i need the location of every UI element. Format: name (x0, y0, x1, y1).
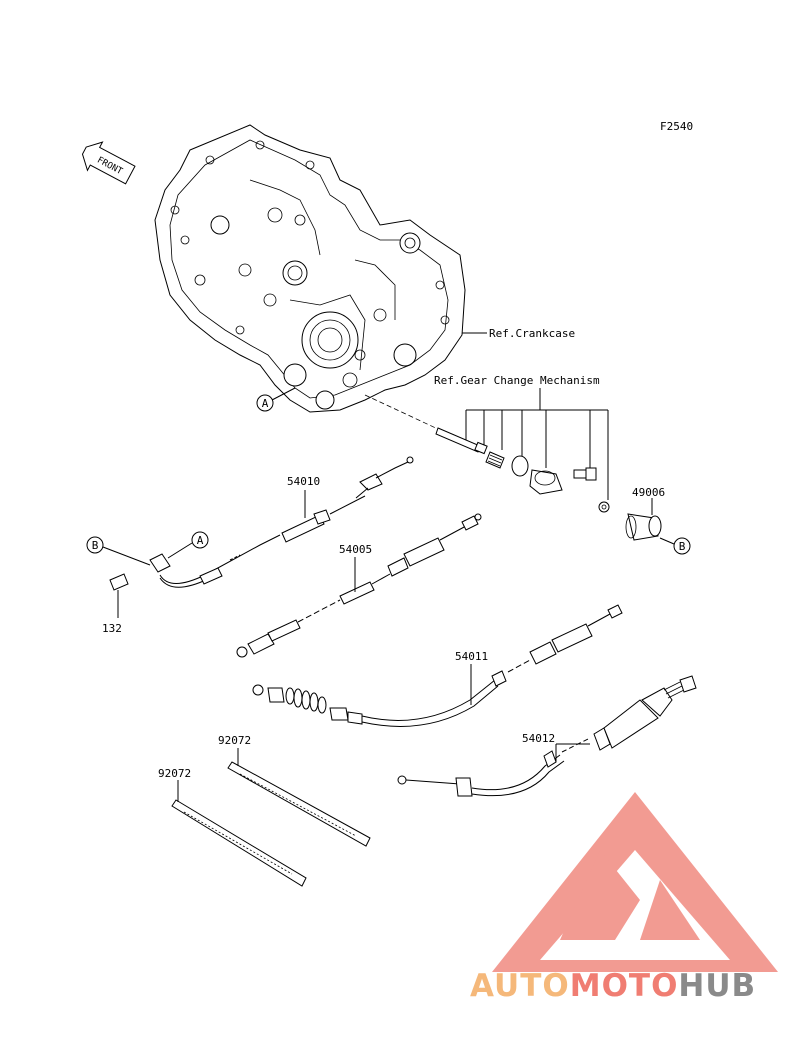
cable-54012 (397, 675, 697, 797)
watermark-hub: HUB (678, 968, 756, 1004)
front-arrow-icon: FRONT (81, 141, 136, 185)
part-54005-label: 54005 (339, 543, 372, 556)
gear-change-leaders (465, 388, 609, 500)
cable-tie-upper (227, 761, 371, 847)
watermark-moto: MOTO (570, 968, 679, 1004)
callout-a-crankcase (256, 394, 274, 412)
cable-54010 (109, 456, 414, 598)
callout-a-left (191, 531, 209, 549)
part-92072-lower-label: 92072 (158, 767, 191, 780)
crankcase-drawing (154, 124, 466, 413)
cable-54011 (252, 604, 623, 727)
watermark-text: AUTOMOTOHUB (470, 968, 756, 1004)
part-54011-label: 54011 (455, 650, 488, 663)
callout-b-left-letter: B (92, 539, 99, 552)
cable-tie-lower (171, 799, 307, 887)
watermark-logo (492, 792, 778, 972)
callout-b-left (86, 536, 104, 554)
part-49006-label: 49006 (632, 486, 665, 499)
callout-a-left-letter: A (197, 534, 204, 547)
part-132-label: 132 (102, 622, 122, 635)
part-54012-label: 54012 (522, 732, 555, 745)
part-92072-upper-label: 92072 (218, 734, 251, 747)
figure-code: F2540 (660, 120, 693, 133)
watermark-auto: AUTO (470, 968, 570, 1004)
ref-gear-change-label: Ref.Gear Change Mechanism (434, 374, 600, 387)
cable-54005 (236, 513, 482, 658)
part-54010-label: 54010 (287, 475, 320, 488)
callout-b-right-letter: B (679, 540, 686, 553)
ref-crankcase-label: Ref.Crankcase (489, 327, 575, 340)
callout-b-right (673, 537, 691, 555)
callout-a-crankcase-letter: A (262, 397, 269, 410)
gear-change-parts (435, 427, 662, 541)
